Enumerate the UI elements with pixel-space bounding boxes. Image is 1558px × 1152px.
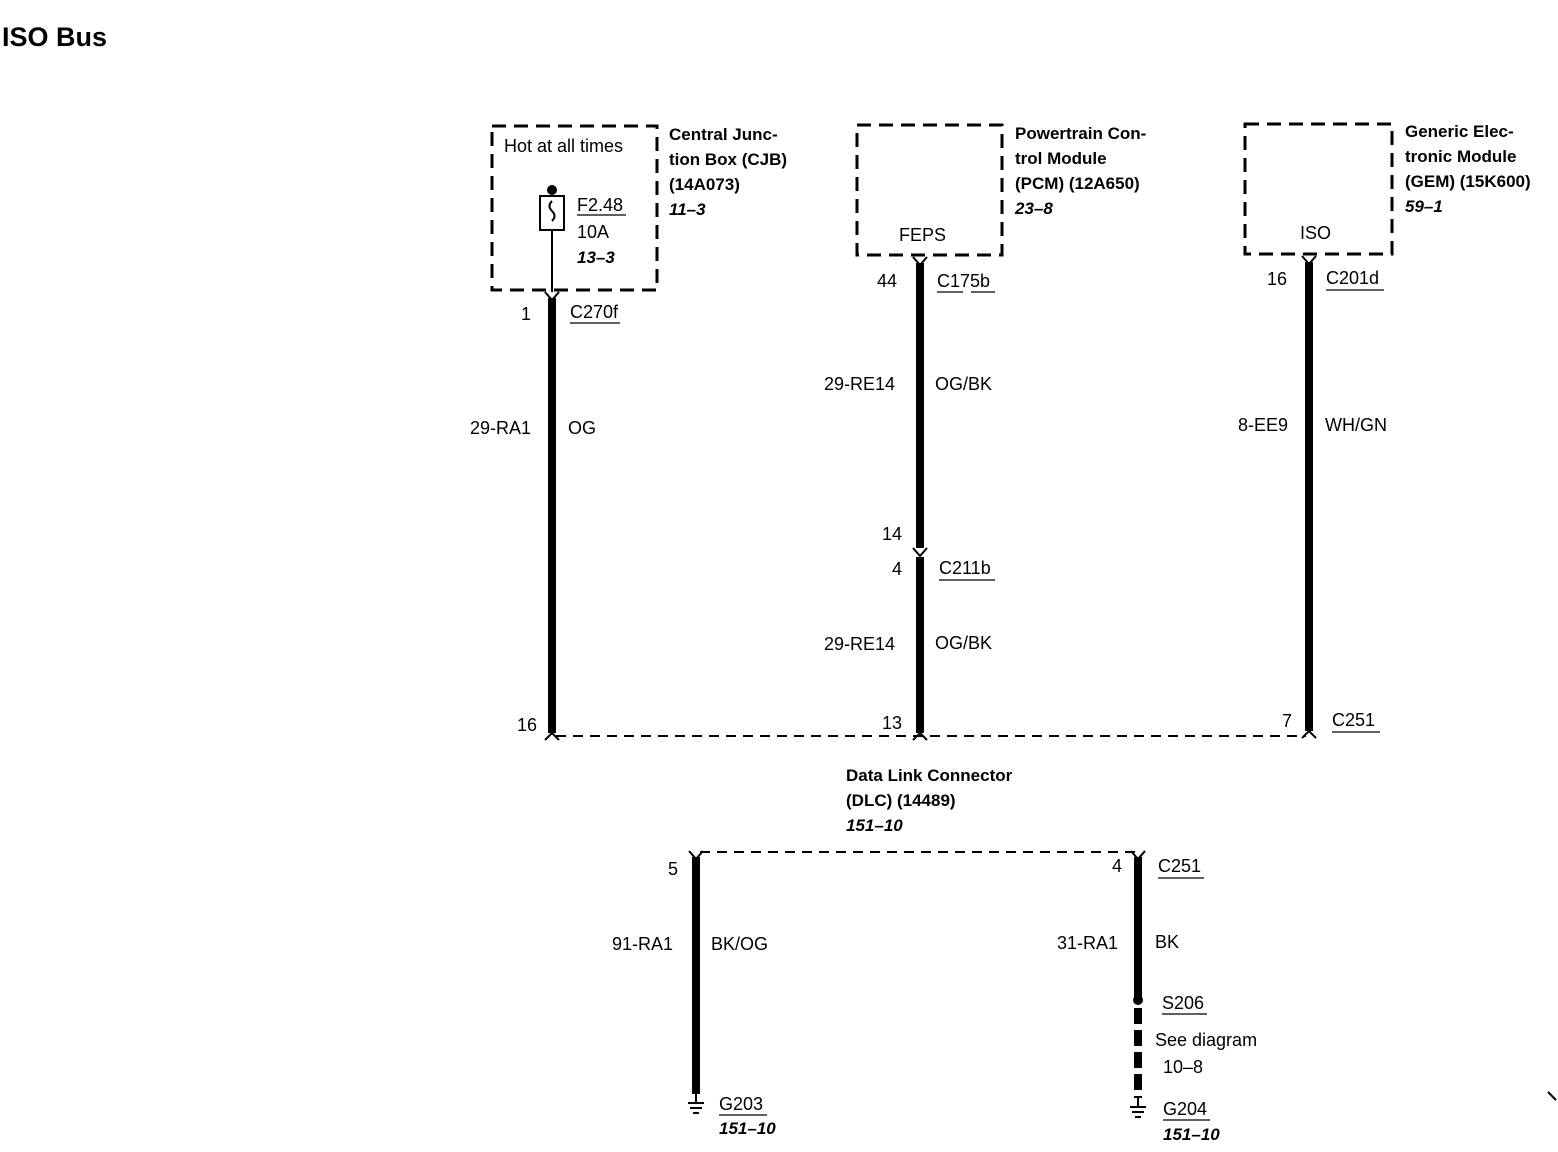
pcm-pin-label: FEPS — [899, 225, 946, 245]
cjb-name-2: tion Box (CJB) — [669, 150, 787, 169]
pcm-inline-pin-b: 4 — [892, 559, 902, 579]
gem-pin-bottom: 7 — [1282, 711, 1292, 731]
g204-pin: 4 — [1112, 856, 1122, 876]
pcm-ref: 23–8 — [1014, 199, 1053, 218]
gem-name-1: Generic Elec- — [1405, 122, 1514, 141]
fuse-id: F2.48 — [577, 195, 623, 215]
pcm-connector-top: C175b — [937, 271, 990, 291]
g204-connector: C251 — [1158, 856, 1201, 876]
pcm-inline-connector: C211b — [939, 558, 991, 578]
see-diagram-text: See diagram — [1155, 1030, 1257, 1050]
pcm-color-lower: OG/BK — [935, 633, 992, 653]
dlc-name-2: (DLC) (14489) — [846, 791, 956, 810]
cjb-name-3: (14A073) — [669, 175, 740, 194]
dlc-name-1: Data Link Connector — [846, 766, 1013, 785]
fuse-icon — [539, 195, 565, 231]
gem-pin-label: ISO — [1300, 223, 1331, 243]
g204-wire-color: BK — [1155, 932, 1179, 952]
pcm-name-2: trol Module — [1015, 149, 1107, 168]
see-diagram-ref: 10–8 — [1163, 1057, 1203, 1077]
pcm-pin-bottom: 13 — [882, 713, 902, 733]
pcm-circuit-upper: 29-RE14 — [824, 374, 895, 394]
gem-circuit: 8-EE9 — [1238, 415, 1288, 435]
gem-connector-bottom: C251 — [1332, 710, 1375, 730]
pcm-pin-top: 44 — [877, 271, 897, 291]
splice-s206-dot — [1133, 995, 1143, 1005]
cjb-hot-label: Hot at all times — [504, 136, 623, 156]
pcm-name-3: (PCM) (12A650) — [1015, 174, 1140, 193]
gem-connector-top: C201d — [1326, 268, 1379, 288]
gem-pin-top: 16 — [1267, 269, 1287, 289]
gem-ref: 59–1 — [1405, 197, 1443, 216]
pcm-name-1: Powertrain Con- — [1015, 124, 1146, 143]
g203-wire-color: BK/OG — [711, 934, 768, 954]
gem-name-2: tronic Module — [1405, 147, 1516, 166]
g204-ground-id: G204 — [1163, 1099, 1207, 1119]
gem-box — [1243, 122, 1394, 256]
cjb-circuit: 29-RA1 — [470, 418, 531, 438]
fuse-ref: 13–3 — [577, 248, 615, 267]
pcm-circuit-lower: 29-RE14 — [824, 634, 895, 654]
g204-ref: 151–10 — [1163, 1125, 1220, 1144]
g203-pin: 5 — [668, 859, 678, 879]
pcm-color-upper: OG/BK — [935, 374, 992, 394]
page-title: ISO Bus — [2, 22, 108, 52]
g204-circuit: 31-RA1 — [1057, 933, 1118, 953]
gem-name-3: (GEM) (15K600) — [1405, 172, 1531, 191]
g203-circuit: 91-RA1 — [612, 934, 673, 954]
cjb-pin-bottom: 16 — [517, 715, 537, 735]
gem-wire-color: WH/GN — [1325, 415, 1387, 435]
ground-icon — [1130, 1098, 1146, 1118]
ground-icon — [688, 1094, 704, 1114]
pcm-box — [855, 123, 1004, 257]
edge-mark — [1547, 1091, 1557, 1101]
cjb-name-1: Central Junc- — [669, 125, 778, 144]
cjb-pin-top: 1 — [521, 304, 531, 324]
g203-ground-id: G203 — [719, 1094, 763, 1114]
g203-ref: 151–10 — [719, 1119, 776, 1138]
pcm-inline-pin-a: 14 — [882, 524, 902, 544]
cjb-ref: 11–3 — [669, 200, 706, 219]
dlc-ref: 151–10 — [846, 816, 903, 835]
cjb-wire-color: OG — [568, 418, 596, 438]
fuse-rating: 10A — [577, 222, 609, 242]
cjb-connector-top: C270f — [570, 302, 619, 322]
cjb-box — [490, 124, 659, 292]
splice-s206: S206 — [1162, 993, 1204, 1013]
